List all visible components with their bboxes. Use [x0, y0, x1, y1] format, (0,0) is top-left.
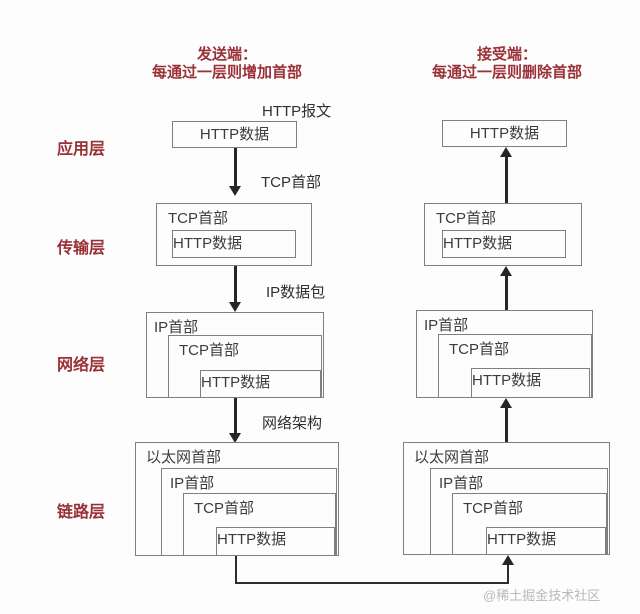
sender-link-ethernet-box: 以太网首部 IP首部 TCP首部 HTTP数据: [135, 442, 339, 556]
receiver-link-tcp-box: TCP首部 HTTP数据: [452, 493, 607, 555]
watermark: @稀土掘金技术社区: [483, 588, 601, 603]
sender-arrowhead-app-to-transport: [229, 186, 241, 196]
sender-title-line2: 每通过一层则增加首部: [151, 64, 302, 81]
sender-network-tcp-box: TCP首部 HTTP数据: [168, 335, 322, 398]
connector-receiver-rise-line: [507, 564, 509, 584]
receiver-link-ethernet-label: 以太网首部: [414, 449, 490, 466]
receiver-title-line1: 接受端：: [476, 46, 537, 63]
receiver-column-title: 接受端： 每通过一层则删除首部: [400, 46, 614, 82]
flow-label-network-arch: 网络架构: [262, 415, 323, 432]
layer-label-link: 链路层: [57, 504, 106, 521]
receiver-transport-http-data-box: HTTP数据: [442, 230, 566, 258]
sender-network-tcp-label: TCP首部: [179, 342, 240, 359]
receiver-link-ethernet-box: 以太网首部 IP首部 TCP首部 HTTP数据: [403, 442, 610, 555]
flow-label-ip-packet: IP数据包: [266, 284, 326, 301]
receiver-arrow-network-to-transport: [505, 274, 508, 310]
sender-transport-tcp-label: TCP首部: [168, 210, 229, 227]
connector-sender-drop-line: [235, 556, 237, 584]
receiver-network-http-data-box: HTTP数据: [471, 368, 590, 398]
sender-column-title: 发送端： 每通过一层则增加首部: [118, 46, 336, 82]
sender-link-tcp-box: TCP首部 HTTP数据: [183, 493, 336, 556]
connector-horizontal-line: [235, 582, 509, 584]
receiver-transport-tcp-box: TCP首部 HTTP数据: [424, 203, 582, 266]
receiver-title-line2: 每通过一层则删除首部: [431, 64, 582, 81]
flow-label-tcp-header: TCP首部: [261, 174, 322, 191]
receiver-arrow-transport-to-app: [505, 155, 508, 203]
sender-link-ip-box: IP首部 TCP首部 HTTP数据: [161, 468, 337, 556]
sender-link-ip-label: IP首部: [170, 475, 215, 492]
receiver-network-tcp-box: TCP首部 HTTP数据: [438, 334, 592, 398]
sender-network-ip-box: IP首部 TCP首部 HTTP数据: [146, 312, 324, 398]
receiver-link-tcp-label: TCP首部: [463, 500, 524, 517]
sender-transport-tcp-box: TCP首部 HTTP数据: [156, 203, 312, 266]
receiver-network-ip-label: IP首部: [424, 317, 469, 334]
sender-network-ip-label: IP首部: [154, 319, 199, 336]
sender-arrow-network-to-link: [234, 398, 237, 435]
receiver-arrowhead-link-to-network: [500, 398, 512, 408]
sender-link-http-data-box: HTTP数据: [216, 527, 335, 556]
receiver-network-tcp-label: TCP首部: [449, 341, 510, 358]
sender-arrow-app-to-transport: [234, 148, 237, 187]
layer-label-transport: 传输层: [57, 240, 106, 257]
sender-arrowhead-transport-to-network: [229, 302, 241, 312]
receiver-link-ip-label: IP首部: [439, 475, 484, 492]
receiver-link-http-data-box: HTTP数据: [486, 527, 606, 555]
receiver-link-ip-box: IP首部 TCP首部 HTTP数据: [430, 468, 608, 555]
receiver-arrowhead-network-to-transport: [500, 266, 512, 276]
flow-label-http-message: HTTP报文: [262, 103, 332, 120]
receiver-arrowhead-transport-to-app: [500, 147, 512, 157]
sender-title-line1: 发送端：: [196, 46, 257, 63]
receiver-app-http-data-box: HTTP数据: [442, 120, 567, 147]
sender-link-tcp-label: TCP首部: [194, 500, 255, 517]
layer-label-application: 应用层: [57, 141, 106, 158]
sender-link-ethernet-label: 以太网首部: [146, 449, 222, 466]
connector-arrowhead-into-receiver: [502, 555, 514, 565]
receiver-network-ip-box: IP首部 TCP首部 HTTP数据: [416, 310, 593, 398]
sender-transport-http-data-box: HTTP数据: [172, 230, 296, 258]
layer-label-network: 网络层: [57, 357, 106, 374]
sender-arrowhead-network-to-link: [229, 433, 241, 443]
receiver-arrow-link-to-network: [505, 406, 508, 442]
sender-app-http-data-box: HTTP数据: [172, 121, 297, 148]
receiver-transport-tcp-label: TCP首部: [436, 210, 497, 227]
sender-network-http-data-box: HTTP数据: [200, 370, 321, 398]
sender-arrow-transport-to-network: [234, 266, 237, 303]
